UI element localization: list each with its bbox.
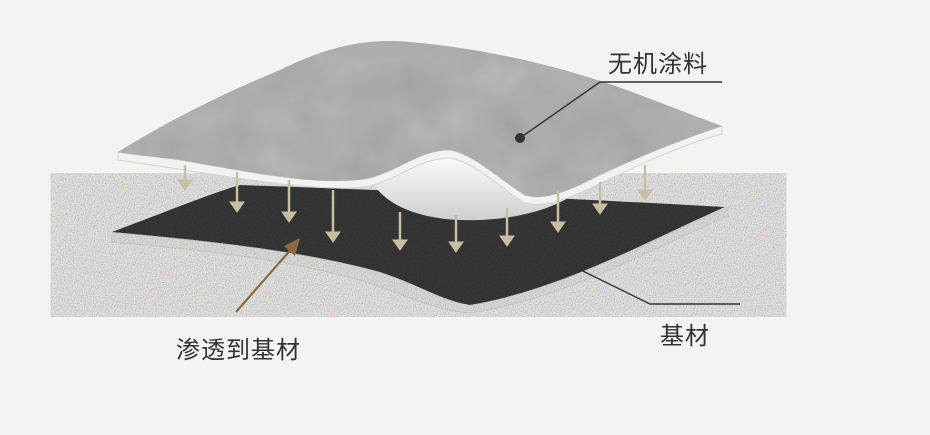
penetration-arrow-head: [281, 211, 297, 223]
coating-label: 无机涂料: [608, 50, 708, 78]
substrate-layer: [111, 185, 729, 314]
penetration-arrow-head: [550, 221, 566, 233]
penetration-arrow-head: [592, 203, 608, 215]
penetration-arrow-head: [325, 231, 341, 243]
penetration-pointer-arrow: [235, 238, 300, 313]
penetration-arrow-head: [229, 201, 245, 213]
coating-pointer-dot: [515, 133, 525, 143]
penetration-arrow-head: [448, 241, 464, 253]
penetration-label: 渗透到基材: [176, 336, 301, 364]
penetration-arrows: [177, 165, 653, 253]
penetration-arrow-head: [637, 189, 653, 201]
substrate-pointer-dot: [535, 245, 545, 255]
penetration-arrow-head: [177, 179, 193, 191]
substrate-label: 基材: [660, 322, 710, 350]
penetration-arrow-head: [392, 239, 408, 251]
substrate-leader-line: [539, 249, 740, 305]
leader-lines: [519, 81, 740, 305]
penetration-arrow-head: [499, 235, 515, 247]
coating-leader-line: [519, 81, 722, 139]
